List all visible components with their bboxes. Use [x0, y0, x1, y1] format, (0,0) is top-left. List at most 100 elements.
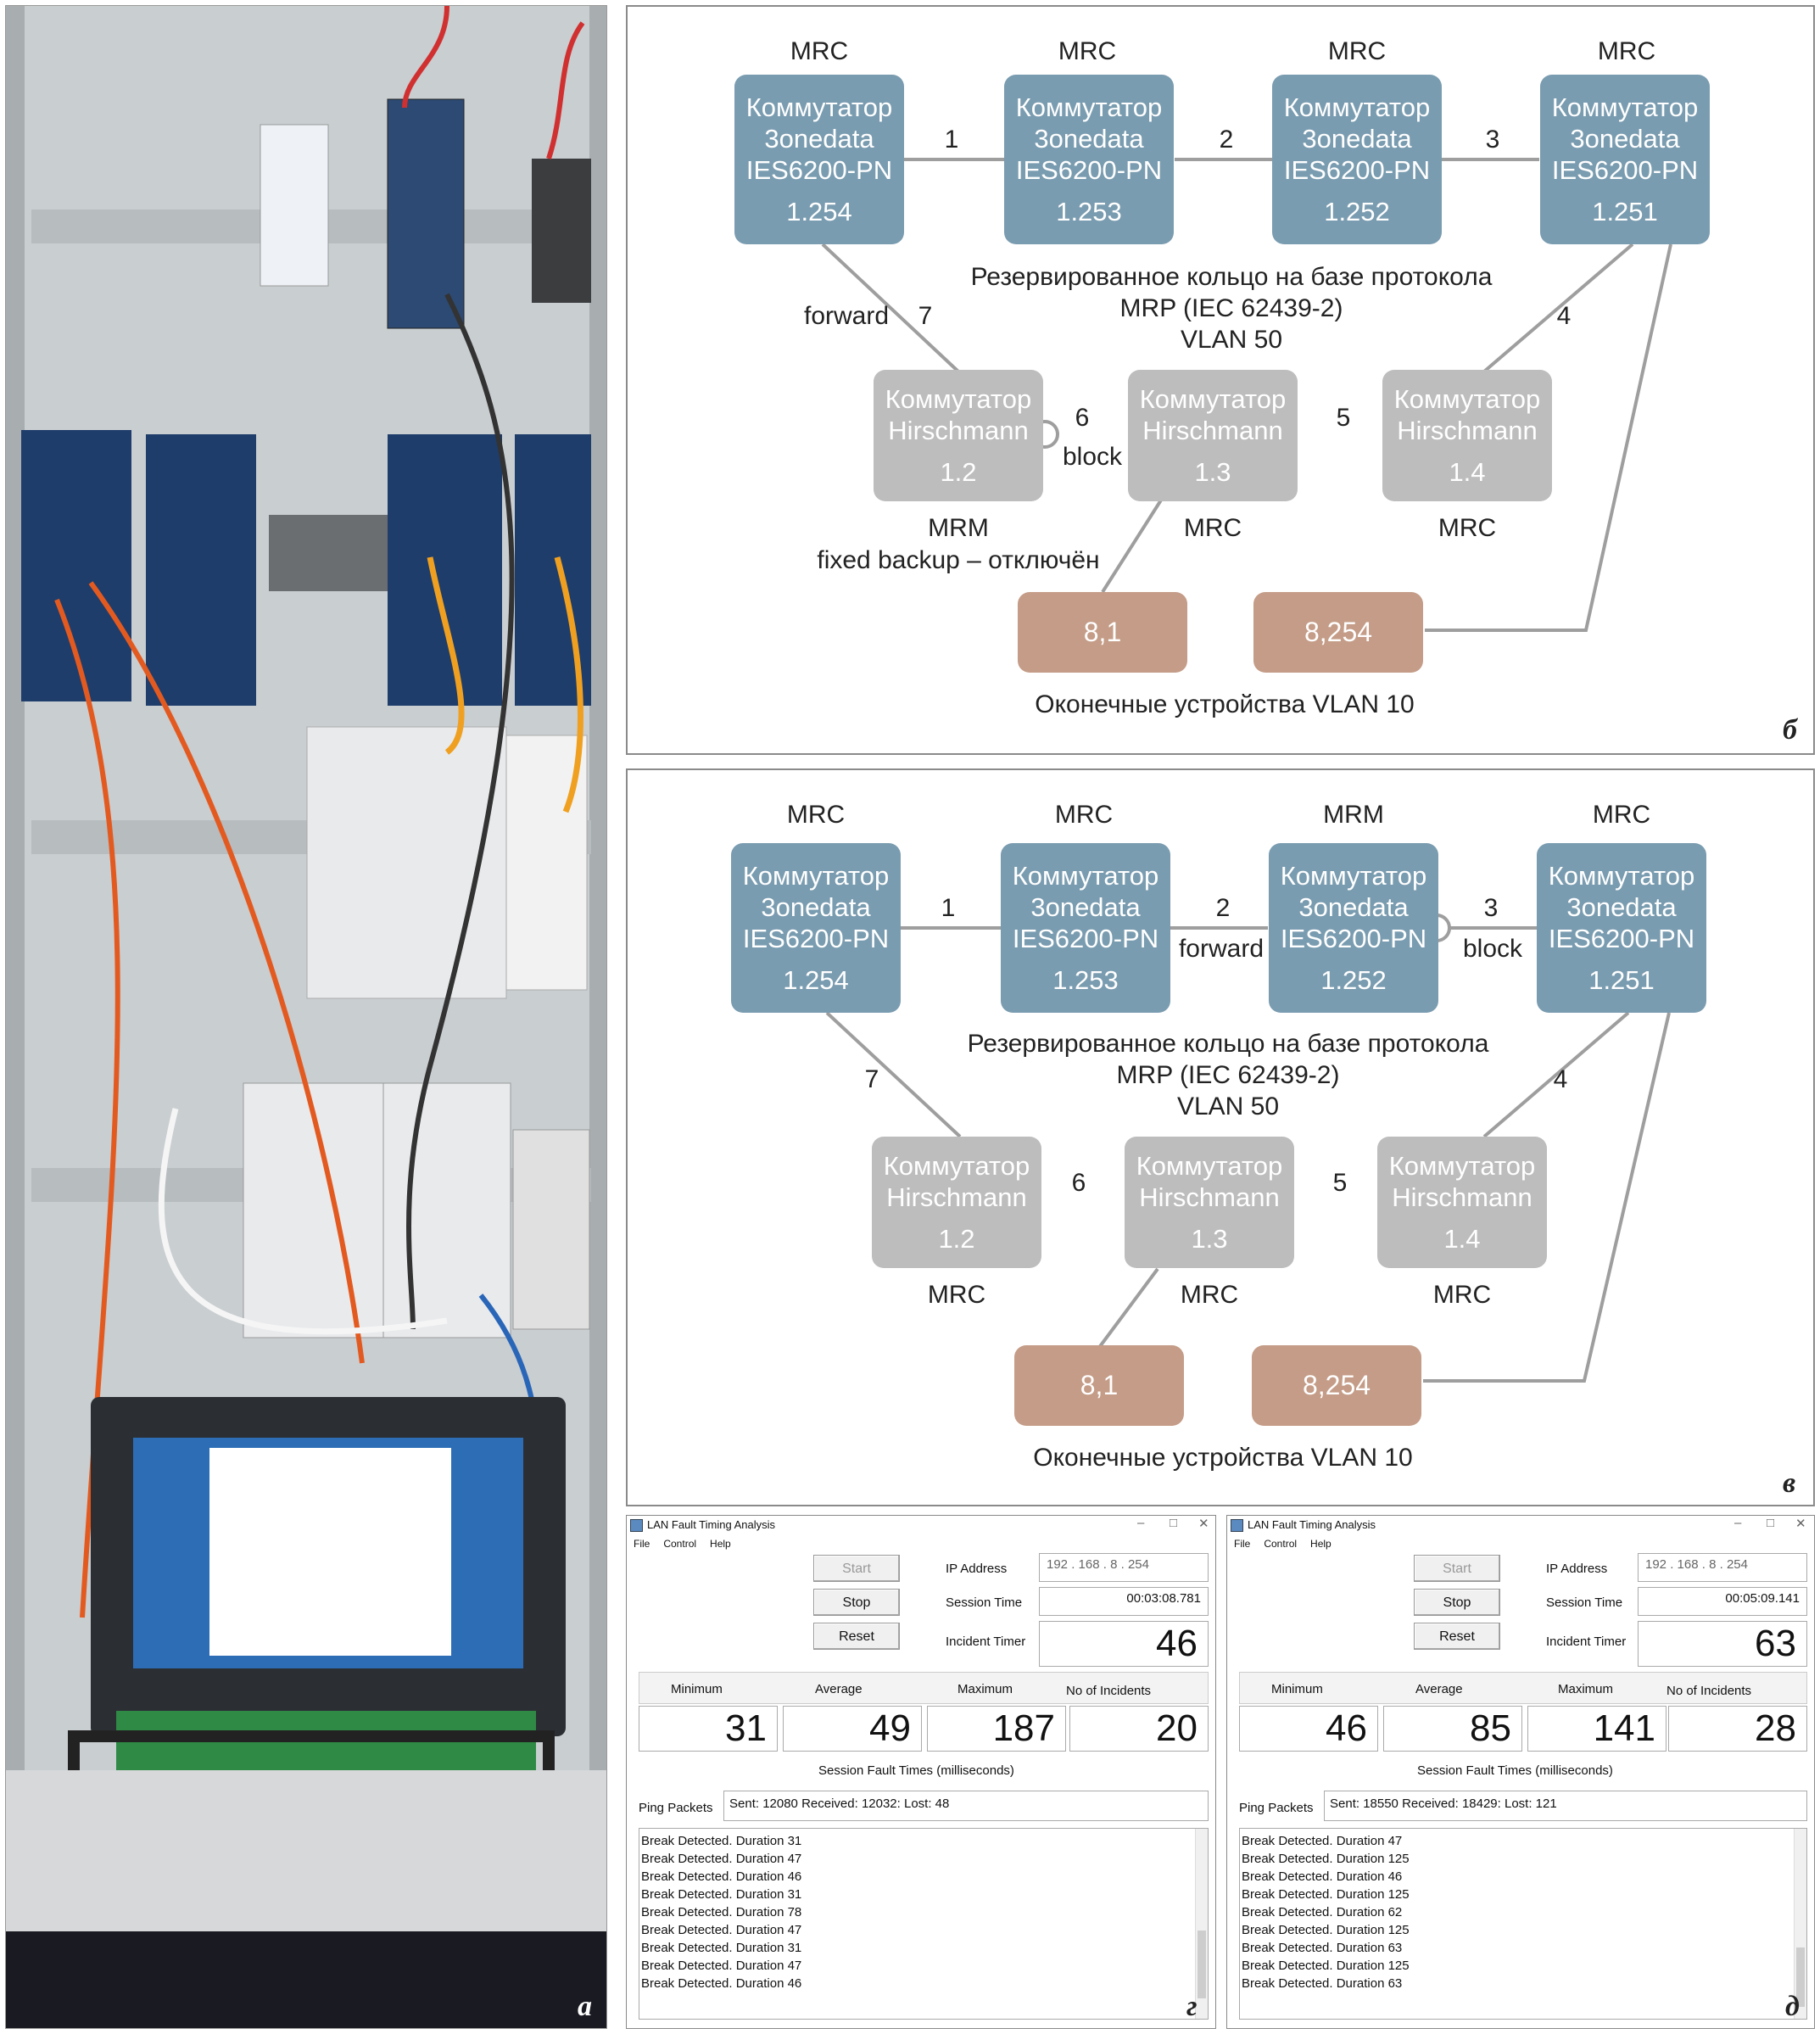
break-log-list[interactable]: Break Detected. Duration 31 Break Detect…: [639, 1828, 1209, 2020]
node-line: IES6200-PN: [1283, 155, 1431, 185]
role-v-12: MRC: [927, 1281, 986, 1309]
node-line: Коммутатор: [742, 861, 890, 891]
minimize-icon[interactable]: –: [1137, 1516, 1145, 1530]
node-ip: 1.4: [1443, 1224, 1481, 1254]
stat-header-maximum: Maximum: [1558, 1682, 1614, 1696]
session-time-field: 00:05:09.141: [1638, 1587, 1807, 1616]
switch-hirschmann-v-12: Коммутатор Hirschmann 1.2: [872, 1137, 1041, 1268]
ip-address-label: IP Address: [946, 1562, 1008, 1576]
switch-3onedata-b-1253: Коммутатор 3onedata IES6200-PN 1.253: [1004, 75, 1174, 244]
stat-incidents-value: 28: [1668, 1706, 1807, 1752]
node-line: IES6200-PN: [1548, 924, 1695, 953]
break-log-list[interactable]: Break Detected. Duration 47 Break Detect…: [1239, 1828, 1807, 2020]
node-line: Коммутатор: [1136, 1151, 1283, 1181]
end-devices-caption-b: Оконечные устройства VLAN 10: [1035, 690, 1415, 718]
role-v-4: MRC: [1592, 801, 1651, 829]
stat-maximum-value: 141: [1527, 1706, 1666, 1752]
start-button[interactable]: Start: [1414, 1555, 1500, 1582]
diagram-panel-v: MRC MRC MRM MRC Коммутатор 3onedata IES6…: [626, 768, 1815, 1506]
stat-incidents-value: 20: [1069, 1706, 1209, 1752]
node-ip: 1.251: [1588, 965, 1655, 995]
ip-address-field[interactable]: 192 . 168 . 8 . 254: [1039, 1553, 1209, 1582]
stop-button[interactable]: Stop: [1414, 1589, 1500, 1616]
minimize-icon[interactable]: –: [1734, 1516, 1742, 1530]
start-button[interactable]: Start: [813, 1555, 900, 1582]
menu-help[interactable]: Help: [710, 1538, 731, 1550]
node-ip: 1.251: [1592, 197, 1658, 226]
scroll-thumb[interactable]: [1796, 1947, 1805, 2007]
ring-caption-b: Резервированное кольцо на базе протокола…: [971, 261, 1493, 355]
ping-packets-field: Sent: 18550 Received: 18429: Lost: 121: [1324, 1791, 1807, 1821]
scroll-thumb[interactable]: [1198, 1931, 1206, 1998]
link-label-v-2: 2: [1215, 894, 1231, 922]
role-b-3: MRC: [1327, 37, 1387, 65]
stat-header-incidents: No of Incidents: [1666, 1684, 1752, 1698]
node-line: Коммутатор: [883, 1151, 1030, 1181]
close-icon[interactable]: ✕: [1795, 1517, 1806, 1531]
stat-average-value: 49: [783, 1706, 922, 1752]
maximize-icon[interactable]: □: [1170, 1516, 1178, 1530]
menu-help[interactable]: Help: [1310, 1538, 1332, 1550]
link-label-v-4: 4: [1553, 1065, 1568, 1093]
stats-caption: Session Fault Times (milliseconds): [818, 1763, 1014, 1778]
node-line: Коммутатор: [1280, 861, 1427, 891]
ip-octet: 192: [1047, 1557, 1069, 1572]
incident-timer-value: 63: [1638, 1621, 1807, 1667]
reset-button[interactable]: Reset: [1414, 1623, 1500, 1650]
maximize-icon[interactable]: □: [1767, 1516, 1775, 1530]
link-label-b-7: 7: [918, 302, 933, 330]
equipment-photo-illustration: [6, 6, 606, 2028]
node-ip: 1.3: [1194, 457, 1231, 487]
ring-caption-line: Резервированное кольцо на базе протокола: [970, 263, 1493, 291]
log-line: Break Detected. Duration 47: [641, 1852, 802, 1866]
node-ip: 1.253: [1052, 965, 1119, 995]
node-line: Коммутатор: [885, 384, 1032, 414]
menu-control[interactable]: Control: [1264, 1538, 1298, 1550]
stat-average-value: 85: [1383, 1706, 1522, 1752]
link-label-b-block: block: [1062, 443, 1123, 471]
ring-caption-line: VLAN 50: [1180, 326, 1283, 354]
node-line: 3onedata: [764, 124, 874, 154]
switch-hirschmann-b-12: Коммутатор Hirschmann 1.2: [874, 370, 1043, 501]
node-ip: 1.2: [940, 457, 977, 487]
close-icon[interactable]: ✕: [1198, 1517, 1209, 1531]
ring-caption-line: MRP (IEC 62439-2): [1116, 1061, 1340, 1089]
stop-button[interactable]: Stop: [813, 1589, 900, 1616]
ip-octet: 192: [1645, 1557, 1667, 1572]
reset-button[interactable]: Reset: [813, 1623, 900, 1650]
link-label-v-6: 6: [1071, 1169, 1086, 1197]
node-line: Коммутатор: [1548, 861, 1695, 891]
window-title-text: LAN Fault Timing Analysis: [647, 1518, 776, 1531]
stat-header-average: Average: [815, 1682, 863, 1696]
ip-address-field[interactable]: 192 . 168 . 8 . 254: [1638, 1553, 1807, 1582]
app-icon: [630, 1519, 643, 1532]
stat-header-minimum: Minimum: [1271, 1682, 1323, 1696]
role-b-4: MRC: [1597, 37, 1656, 65]
switch-3onedata-b-1252: Коммутатор 3onedata IES6200-PN 1.252: [1272, 75, 1442, 244]
ping-packets-label: Ping Packets: [1239, 1801, 1314, 1815]
ping-packets-label: Ping Packets: [639, 1801, 713, 1815]
link-label-b-6: 6: [1075, 404, 1090, 432]
log-scrollbar[interactable]: [1794, 1829, 1806, 2019]
node-line: Коммутатор: [1551, 92, 1699, 122]
app-icon: [1231, 1519, 1243, 1532]
role-b-14: MRC: [1438, 514, 1497, 542]
node-ip: 1.4: [1449, 457, 1486, 487]
menu-file[interactable]: File: [1234, 1538, 1251, 1550]
menu-file[interactable]: File: [634, 1538, 650, 1550]
switch-hirschmann-v-14: Коммутатор Hirschmann 1.4: [1377, 1137, 1547, 1268]
link-label-v-3: 3: [1483, 894, 1499, 922]
stat-maximum-value: 187: [927, 1706, 1066, 1752]
session-time-label: Session Time: [1546, 1595, 1623, 1610]
stat-header-maximum: Maximum: [957, 1682, 1013, 1696]
node-line: Hirschmann: [886, 1182, 1027, 1212]
node-line: 3onedata: [1302, 124, 1412, 154]
node-line: Hirschmann: [1139, 1182, 1280, 1212]
menu-control[interactable]: Control: [663, 1538, 697, 1550]
node-line: 3onedata: [1298, 892, 1409, 922]
node-line: Коммутатор: [1139, 384, 1287, 414]
role-b-12-note: fixed backup – отключён: [817, 546, 1100, 574]
node-line: Коммутатор: [1283, 92, 1431, 122]
log-scrollbar[interactable]: [1195, 1829, 1208, 2019]
